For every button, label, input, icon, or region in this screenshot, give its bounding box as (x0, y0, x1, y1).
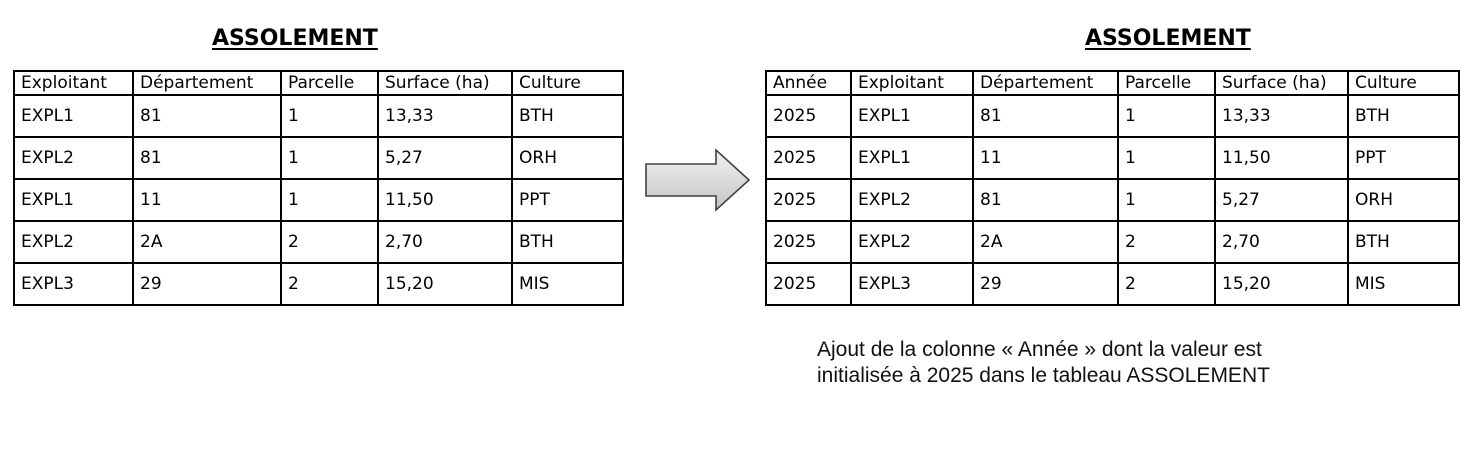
table-cell: EXPL1 (850, 136, 974, 180)
table-cell: 1 (1117, 136, 1216, 180)
left-assolement-table: Exploitant Département Parcelle Surface … (13, 70, 624, 306)
column-header-parcelle: Parcelle (1117, 70, 1216, 96)
table-cell: 29 (972, 262, 1119, 306)
table-cell: BTH (1347, 94, 1460, 138)
column-header-exploitant: Exploitant (13, 70, 134, 96)
table-cell: EXPL1 (850, 94, 974, 138)
table-cell: 29 (132, 262, 282, 306)
table-cell: BTH (1347, 220, 1460, 264)
table-cell: EXPL2 (13, 220, 134, 264)
table-cell: 2 (1117, 262, 1216, 306)
table-cell: 81 (972, 178, 1119, 222)
column-header-surface: Surface (ha) (377, 70, 513, 96)
table-cell: 2 (280, 220, 379, 264)
table-row: 2025 EXPL2 2A 2 2,70 BTH (765, 220, 1460, 264)
column-header-culture: Culture (511, 70, 624, 96)
column-header-parcelle: Parcelle (280, 70, 379, 96)
table-cell: 1 (1117, 94, 1216, 138)
table-row: EXPL2 81 1 5,27 ORH (13, 136, 624, 180)
table-cell: EXPL3 (850, 262, 974, 306)
table-cell: ORH (1347, 178, 1460, 222)
note-line-1: Ajout de la colonne « Année » dont la va… (817, 338, 1262, 361)
table-header-row: Exploitant Département Parcelle Surface … (13, 70, 624, 96)
table-row: EXPL1 11 1 11,50 PPT (13, 178, 624, 222)
table-cell: ORH (511, 136, 624, 180)
table-cell: EXPL2 (850, 178, 974, 222)
table-cell: 2,70 (1214, 220, 1349, 264)
column-header-departement: Département (972, 70, 1119, 96)
left-table-title: ASSOLEMENT (212, 26, 378, 51)
table-row: EXPL1 81 1 13,33 BTH (13, 94, 624, 138)
table-cell: 1 (280, 178, 379, 222)
arrow-shape (645, 148, 751, 212)
table-cell: 2025 (765, 178, 852, 222)
column-header-surface: Surface (ha) (1214, 70, 1349, 96)
table-cell: 15,20 (1214, 262, 1349, 306)
table-cell: 13,33 (1214, 94, 1349, 138)
table-cell: 2 (280, 262, 379, 306)
table-cell: BTH (511, 94, 624, 138)
table-cell: 2A (132, 220, 282, 264)
table-cell: 13,33 (377, 94, 513, 138)
column-header-culture: Culture (1347, 70, 1460, 96)
explanation-note: Ajout de la colonne « Année » dont la va… (817, 337, 1377, 389)
column-header-annee: Année (765, 70, 852, 96)
table-cell: EXPL1 (13, 178, 134, 222)
table-cell: 11 (972, 136, 1119, 180)
table-cell: 2,70 (377, 220, 513, 264)
table-cell: MIS (1347, 262, 1460, 306)
table-cell: 5,27 (377, 136, 513, 180)
table-cell: 1 (1117, 178, 1216, 222)
table-cell: 2025 (765, 94, 852, 138)
table-cell: 15,20 (377, 262, 513, 306)
table-cell: 2025 (765, 220, 852, 264)
table-cell: EXPL2 (13, 136, 134, 180)
table-cell: 11,50 (377, 178, 513, 222)
table-cell: 5,27 (1214, 178, 1349, 222)
table-cell: 1 (280, 136, 379, 180)
table-cell: PPT (1347, 136, 1460, 180)
table-cell: MIS (511, 262, 624, 306)
table-header-row: Année Exploitant Département Parcelle Su… (765, 70, 1460, 96)
table-cell: EXPL1 (13, 94, 134, 138)
column-header-exploitant: Exploitant (850, 70, 974, 96)
table-cell: 2025 (765, 262, 852, 306)
table-cell: EXPL2 (850, 220, 974, 264)
table-cell: 2 (1117, 220, 1216, 264)
table-row: EXPL2 2A 2 2,70 BTH (13, 220, 624, 264)
table-cell: 2A (972, 220, 1119, 264)
table-row: 2025 EXPL1 81 1 13,33 BTH (765, 94, 1460, 138)
table-cell: EXPL3 (13, 262, 134, 306)
table-cell: 1 (280, 94, 379, 138)
table-cell: 81 (132, 136, 282, 180)
table-cell: 2025 (765, 136, 852, 180)
note-line-2: initialisée à 2025 dans le tableau ASSOL… (817, 364, 1270, 387)
table-cell: 81 (132, 94, 282, 138)
table-row: EXPL3 29 2 15,20 MIS (13, 262, 624, 306)
table-row: 2025 EXPL2 81 1 5,27 ORH (765, 178, 1460, 222)
table-cell: 11,50 (1214, 136, 1349, 180)
right-assolement-table: Année Exploitant Département Parcelle Su… (765, 70, 1460, 306)
column-header-departement: Département (132, 70, 282, 96)
right-arrow-icon (645, 148, 751, 212)
table-cell: PPT (511, 178, 624, 222)
table-cell: BTH (511, 220, 624, 264)
table-row: 2025 EXPL3 29 2 15,20 MIS (765, 262, 1460, 306)
right-table-title: ASSOLEMENT (1085, 26, 1251, 51)
table-row: 2025 EXPL1 11 1 11,50 PPT (765, 136, 1460, 180)
table-cell: 81 (972, 94, 1119, 138)
table-cell: 11 (132, 178, 282, 222)
